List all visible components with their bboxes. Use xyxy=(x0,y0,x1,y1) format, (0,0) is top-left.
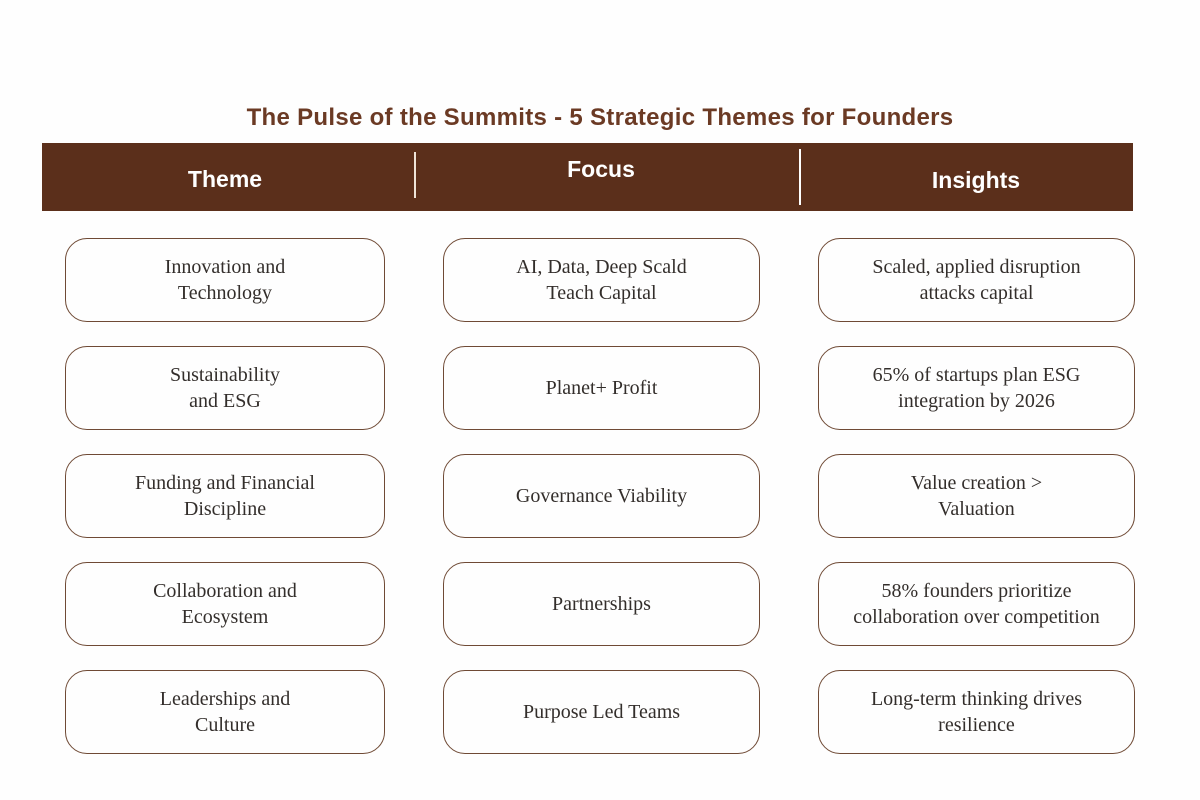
cell-insight-3: Value creation > Valuation xyxy=(818,454,1135,538)
cell-focus-1: AI, Data, Deep Scald Teach Capital xyxy=(443,238,760,322)
cell-focus-5: Purpose Led Teams xyxy=(443,670,760,754)
cell-theme-4: Collaboration and Ecosystem xyxy=(65,562,385,646)
cell-insight-1: Scaled, applied disruption attacks capit… xyxy=(818,238,1135,322)
cell-insight-2: 65% of startups plan ESG integration by … xyxy=(818,346,1135,430)
page-title: The Pulse of the Summits - 5 Strategic T… xyxy=(246,104,954,131)
header-divider xyxy=(414,152,416,198)
table-header-bar: Theme Focus Insights xyxy=(42,143,1133,211)
header-divider xyxy=(799,149,801,205)
cell-theme-3: Funding and Financial Discipline xyxy=(65,454,385,538)
cell-focus-4: Partnerships xyxy=(443,562,760,646)
cell-insight-4: 58% founders prioritize collaboration ov… xyxy=(818,562,1135,646)
column-header-focus: Focus xyxy=(567,156,635,182)
cell-theme-1: Innovation and Technology xyxy=(65,238,385,322)
cell-theme-5: Leaderships and Culture xyxy=(65,670,385,754)
themes-table: Innovation and Technology AI, Data, Deep… xyxy=(65,238,1135,754)
cell-insight-5: Long-term thinking drives resilience xyxy=(818,670,1135,754)
cell-theme-2: Sustainability and ESG xyxy=(65,346,385,430)
cell-focus-2: Planet+ Profit xyxy=(443,346,760,430)
column-header-insights: Insights xyxy=(931,167,1021,193)
column-header-theme: Theme xyxy=(187,166,263,192)
cell-focus-3: Governance Viability xyxy=(443,454,760,538)
